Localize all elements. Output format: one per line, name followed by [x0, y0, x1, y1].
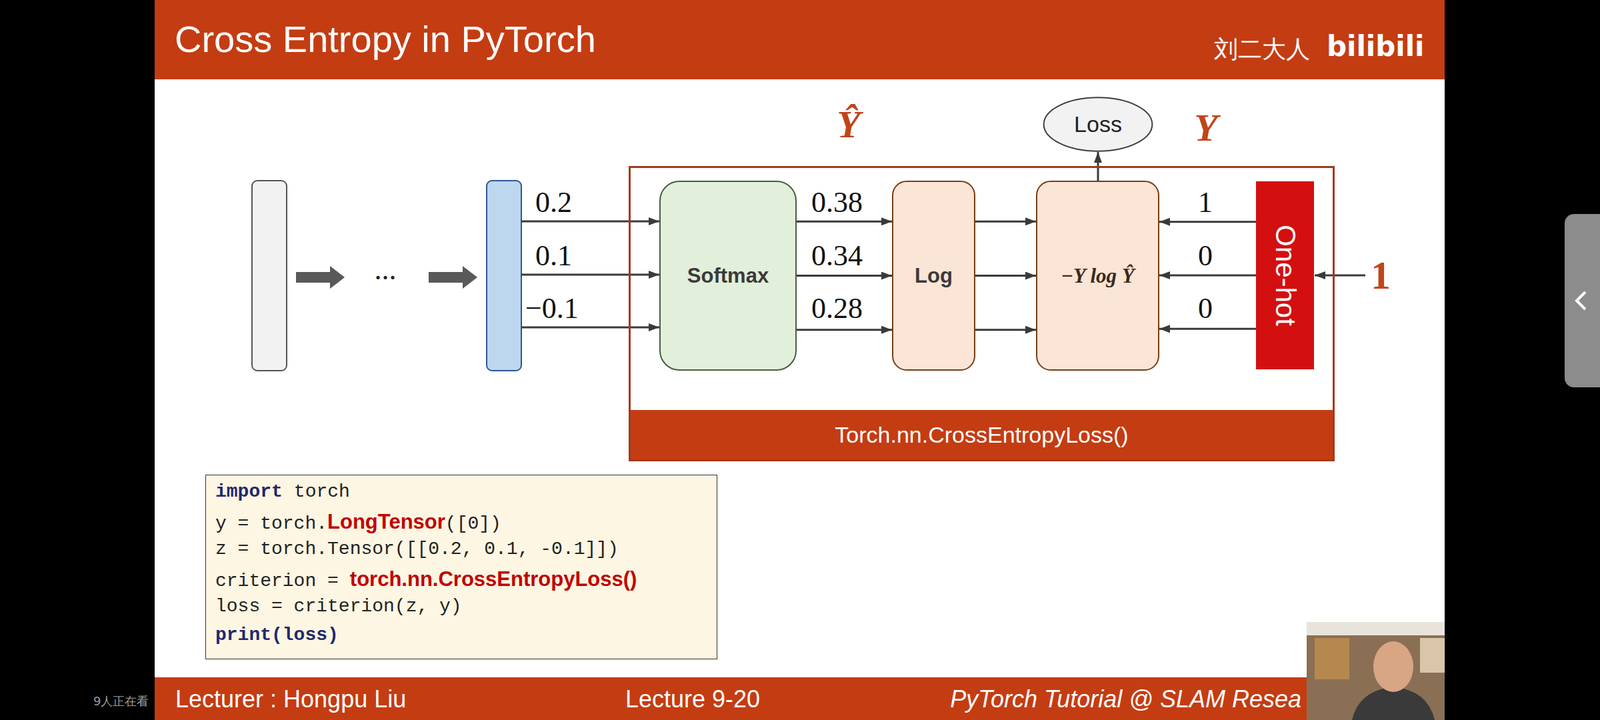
- side-tab-body: [1564, 214, 1600, 388]
- probability-value: 0.28: [811, 294, 863, 324]
- node-text: One-hot: [1271, 224, 1300, 326]
- logit-arrow: [521, 220, 660, 223]
- class-label: 1: [1370, 255, 1391, 296]
- code-text: print(loss): [215, 624, 339, 646]
- connector-arrow: [1159, 220, 1256, 223]
- process-box: Softmax: [659, 180, 797, 371]
- slide-title: Cross Entropy in PyTorch: [174, 18, 596, 60]
- logit-value: 0.2: [535, 188, 572, 218]
- node-text: Loss: [1074, 111, 1122, 138]
- connector-arrow: [796, 328, 892, 331]
- webcam-shelf: [1314, 638, 1350, 680]
- code-text: LongTensor: [327, 510, 446, 534]
- footer-text: PyTorch Tutorial @ SLAM Resea: [950, 687, 1302, 712]
- code-text: torch: [294, 481, 350, 502]
- process-box: Log: [892, 180, 976, 371]
- node-text: Softmax: [687, 264, 769, 288]
- webcam-face: [1373, 641, 1414, 692]
- webcam-background: [1306, 622, 1445, 720]
- logit-arrow: [521, 274, 660, 276]
- code-text: torch.nn.CrossEntropyLoss(): [350, 567, 638, 592]
- logo-text: bilibili: [1326, 32, 1425, 61]
- onehot-band: One-hot: [1256, 181, 1314, 370]
- code-box: importtorchy = torch.LongTensor([0])z = …: [205, 474, 718, 660]
- connector-arrow: [975, 328, 1036, 331]
- input-layer: [252, 180, 287, 371]
- webcam-ceiling: [1306, 622, 1445, 636]
- viewer-count: 9人正在看: [93, 695, 149, 708]
- loss-band: Torch.nn.CrossEntropyLoss(): [630, 410, 1333, 460]
- label-arrow: [1314, 274, 1366, 277]
- loss-module-box: Softmax Log −Y log Ŷ One-hotTorch.nn.CrossE…: [628, 166, 1335, 462]
- onehot-value: 0: [1198, 294, 1213, 324]
- node-text: Log: [914, 264, 953, 288]
- process-box: −Y log Ŷ: [1036, 180, 1160, 371]
- connector-arrow: [796, 274, 892, 277]
- symbol-label: Ŷ: [836, 105, 860, 144]
- ellipse-shape: [1044, 97, 1153, 152]
- webcam-inset: [1306, 622, 1445, 720]
- code-text: z = torch.Tensor([[0.2, 0.1, -0.1]]): [215, 538, 619, 560]
- footer-text: Lecturer : Hongpu Liu: [175, 687, 406, 712]
- module-name: Torch.nn.CrossEntropyLoss(): [834, 422, 1128, 448]
- node-text: −Y log Ŷ: [1060, 264, 1135, 288]
- code-text: y = torch.: [215, 513, 328, 534]
- output-layer: [486, 180, 522, 371]
- watermark: 刘二大人: [1214, 37, 1310, 62]
- code-line: import torch: [215, 481, 350, 510]
- footer-text: Lecture 9-20: [625, 687, 760, 712]
- code-line: y = torch.LongTensor([0]): [215, 510, 502, 539]
- side-tab: [1564, 214, 1600, 388]
- code-line: loss = criterion(z, y): [215, 596, 462, 625]
- logit-value: 0.1: [535, 241, 572, 271]
- connector-arrow: [1159, 274, 1256, 277]
- code-text: import: [215, 481, 283, 502]
- connector-arrow: [975, 220, 1036, 223]
- flow-arrow: [296, 266, 345, 289]
- code-line: criterion = torch.nn.CrossEntropyLoss(): [215, 567, 637, 596]
- probability-value: 0.38: [811, 188, 863, 218]
- code-line: z = torch.Tensor([[0.2, 0.1, -0.1]]): [215, 538, 619, 568]
- code-text: ([0]): [445, 513, 502, 534]
- connector-arrow: [975, 274, 1036, 277]
- code-line: print(loss): [215, 624, 339, 654]
- slide-page: [154, 0, 1445, 720]
- chevron-icon: [1576, 292, 1586, 310]
- onehot-value: 1: [1198, 188, 1213, 218]
- header-band: [154, 0, 1445, 80]
- connector-arrow: [796, 220, 892, 223]
- symbol-label: Y: [1194, 108, 1218, 148]
- webcam-shelf: [1420, 638, 1445, 673]
- probability-value: 0.34: [811, 241, 863, 271]
- logit-arrow: [521, 326, 660, 329]
- footer-band: [154, 677, 1445, 720]
- connector-arrow: [1159, 328, 1256, 330]
- loss-ellipse: Loss: [1042, 96, 1154, 152]
- flow-arrow: [428, 266, 478, 289]
- code-text: criterion =: [215, 570, 339, 592]
- onehot-value: 0: [1198, 241, 1213, 271]
- ellipsis: ...: [374, 255, 397, 285]
- logit-value: −0.1: [525, 294, 579, 324]
- code-text: loss = criterion(z, y): [215, 596, 462, 617]
